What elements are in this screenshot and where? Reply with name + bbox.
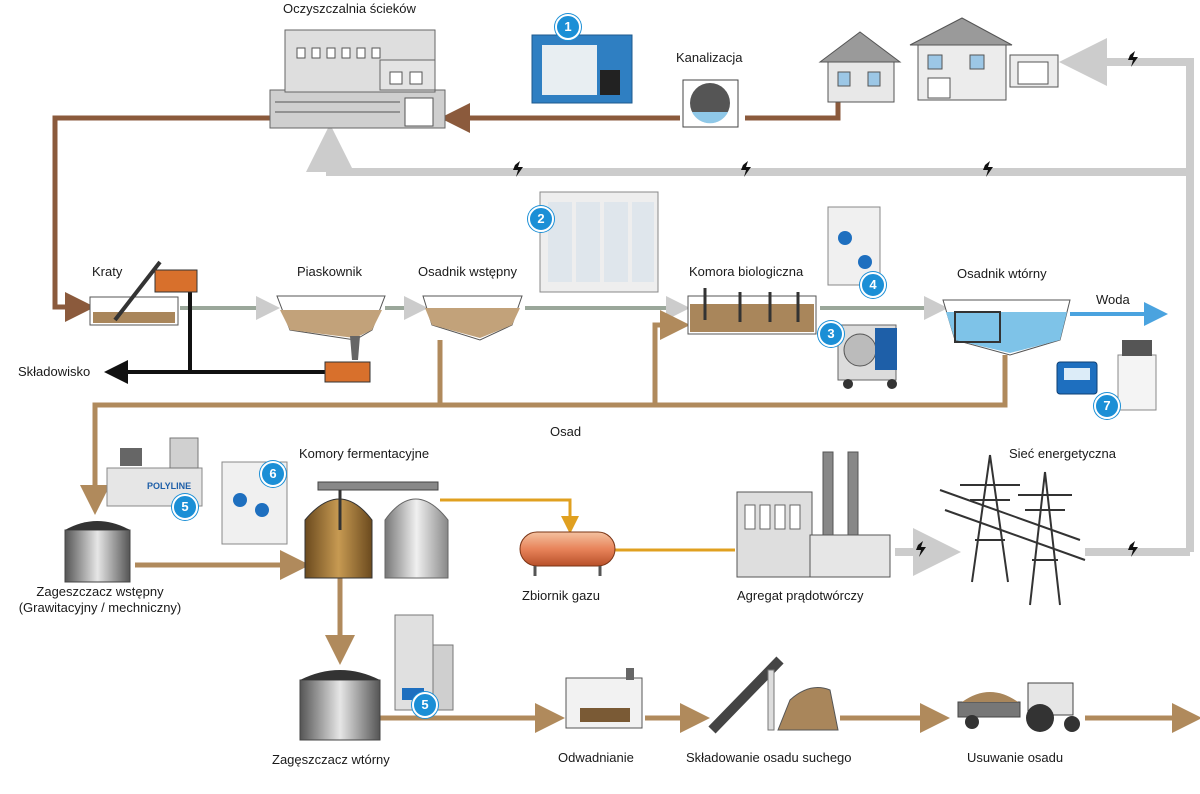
label-grid: Sieć energetyczna — [1009, 446, 1116, 461]
badge-5-bottom: 5 — [412, 692, 438, 718]
badge-3: 3 — [818, 321, 844, 347]
lightning-icons — [513, 51, 1138, 557]
label-digesters: Komory fermentacyjne — [299, 446, 430, 461]
treatment-plant-building — [269, 29, 446, 129]
biological-chamber — [687, 288, 817, 335]
landfill-container — [324, 361, 371, 383]
label-gas-tank: Zbiornik gazu — [522, 588, 601, 603]
label-secondary-thickener: Zagęszczacz wtórny — [272, 752, 390, 767]
controller-7 — [1056, 340, 1157, 411]
label-plant: Oczyszczalnia ścieków — [283, 1, 416, 16]
badge-4: 4 — [860, 272, 886, 298]
label-dry-storage: Składowanie osadu suchego — [686, 750, 852, 765]
label-sewer: Kanalizacja — [676, 50, 743, 65]
secondary-thickener-silo — [299, 670, 381, 741]
label-generator: Agregat prądotwórczy — [737, 588, 864, 603]
label-water: Woda — [1096, 292, 1130, 307]
sewage-flows — [52, 100, 841, 322]
dewatering-unit — [565, 668, 643, 729]
grit-chamber — [276, 295, 386, 360]
pre-thickener-silo — [64, 521, 131, 583]
badge-6: 6 — [260, 461, 286, 487]
sewer-pipe — [682, 79, 739, 128]
label-secondary-settler: Osadnik wtórny — [957, 266, 1047, 281]
label-pre-thickener-line2: (Grawitacyjny / mechniczny) — [18, 600, 182, 615]
dosing-cabinet-1 — [531, 34, 633, 104]
secondary-settler — [942, 299, 1071, 356]
landfill-flows — [104, 290, 340, 384]
dosing-cabinet-2 — [539, 191, 659, 293]
label-landfill: Składowisko — [18, 364, 91, 379]
dry-sludge-storage — [708, 656, 839, 734]
screens-unit — [89, 260, 198, 326]
label-removal: Usuwanie osadu — [967, 750, 1064, 765]
label-polyline-tag: POLYLINE — [147, 481, 192, 491]
label-primary-settler: Osadnik wstępny — [418, 264, 517, 279]
power-generator — [736, 451, 891, 578]
tractor — [957, 682, 1080, 732]
label-bio-chamber: Komora biologiczna — [689, 264, 804, 279]
badge-5-top: 5 — [172, 494, 198, 520]
mobile-dosing-cart-3 — [837, 324, 897, 389]
sludge-flows — [80, 310, 1200, 733]
badge-7: 7 — [1094, 393, 1120, 419]
badge-1: 1 — [555, 14, 581, 40]
primary-settler — [422, 295, 523, 341]
power-pylons — [939, 454, 1086, 606]
label-grit: Piaskownik — [297, 264, 363, 279]
label-pre-thickener: Zageszczacz wstępny (Grawitacyjny / mech… — [0, 584, 200, 616]
power-lines — [306, 38, 1194, 576]
label-pre-thickener-line1: Zageszczacz wstępny — [36, 584, 164, 599]
badge-2: 2 — [528, 206, 554, 232]
houses — [818, 17, 1059, 103]
polymer-unit-5 — [106, 437, 203, 507]
gas-tank — [519, 531, 616, 576]
label-screens: Kraty — [92, 264, 123, 279]
gas-flows — [440, 498, 735, 552]
digesters — [304, 481, 449, 579]
label-dewatering: Odwadnianie — [558, 750, 634, 765]
label-sludge: Osad — [550, 424, 582, 439]
